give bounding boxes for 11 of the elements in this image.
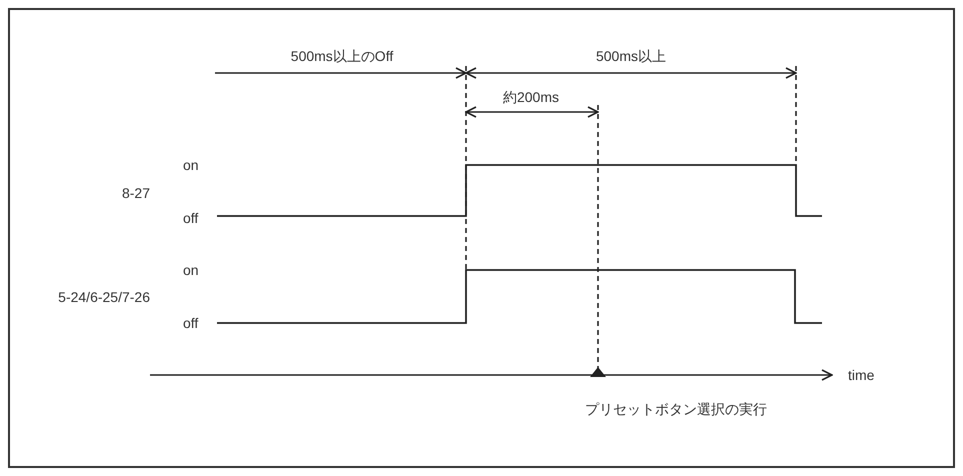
signal-name: 8-27: [122, 186, 150, 200]
axis-label: time: [848, 368, 874, 382]
state-label: on: [183, 158, 199, 172]
signal-name: 5-24/6-25/7-26: [58, 290, 150, 304]
duration-label: 約200ms: [502, 90, 560, 104]
event-label: プリセットボタン選択の実行: [585, 402, 767, 416]
state-label: off: [183, 316, 198, 330]
state-label: off: [183, 211, 198, 225]
duration-label: 500ms以上のOff: [290, 49, 394, 63]
duration-label: 500ms以上: [596, 49, 666, 63]
state-label: on: [183, 263, 199, 277]
